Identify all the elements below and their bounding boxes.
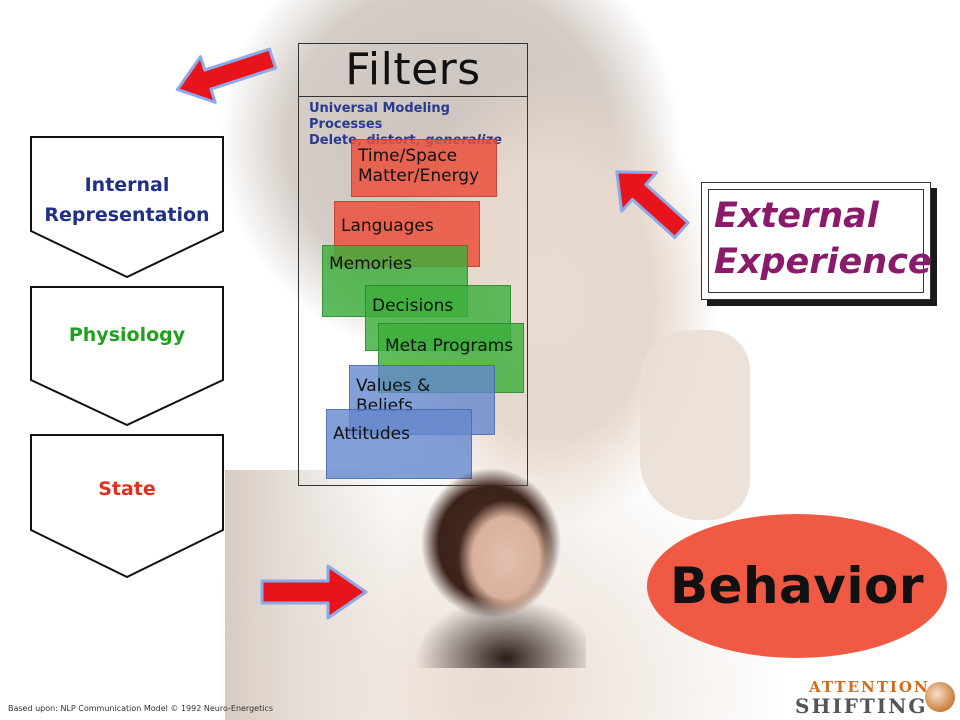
background-hand xyxy=(640,330,750,520)
physiology-label: Physiology xyxy=(68,324,186,346)
filters-title: Filters xyxy=(299,44,527,97)
filter-time-space: Time/Space Matter/Energy xyxy=(351,139,497,197)
external-experience-label: External Experience xyxy=(714,193,932,285)
state-chevron: State xyxy=(30,434,224,578)
logo-emblem-icon xyxy=(925,682,955,712)
internal-label-line1: Internal xyxy=(84,174,170,196)
filter-time-space-line1: Time/Space xyxy=(358,146,458,166)
chevron-shape xyxy=(30,434,224,578)
source-footnote: Based upon: NLP Communication Model © 19… xyxy=(8,704,274,713)
state-label: State xyxy=(98,478,156,500)
small-woman-photo xyxy=(416,468,586,668)
arrow-from-external-icon xyxy=(615,170,690,240)
filters-subtitle-line1: Universal Modeling Processes xyxy=(309,101,450,132)
external-label-line1: External xyxy=(714,196,879,236)
logo-line1: ATTENTION xyxy=(809,678,930,696)
logo-line2: SHIFTING xyxy=(795,694,928,718)
filter-time-space-line2: Matter/Energy xyxy=(358,166,480,186)
arrow-left-up-icon xyxy=(175,47,278,104)
external-experience-inner-border xyxy=(708,189,924,293)
experience-label-line2: Experience xyxy=(714,242,932,282)
behavior-ellipse: Behavior xyxy=(647,514,947,658)
attention-shifting-logo: ATTENTION SHIFTING xyxy=(795,678,955,718)
physiology-chevron: Physiology xyxy=(30,286,224,426)
chevron-shape xyxy=(30,136,224,278)
external-experience-box: External Experience xyxy=(701,182,932,300)
internal-representation-label: Internal Representation xyxy=(30,170,224,230)
internal-representation-chevron: Internal Representation xyxy=(30,136,224,278)
arrow-right-to-behavior-icon xyxy=(260,564,368,620)
chevron-shape xyxy=(30,286,224,426)
representation-label-line2: Representation xyxy=(44,204,210,226)
filter-attitudes: Attitudes xyxy=(326,409,472,479)
